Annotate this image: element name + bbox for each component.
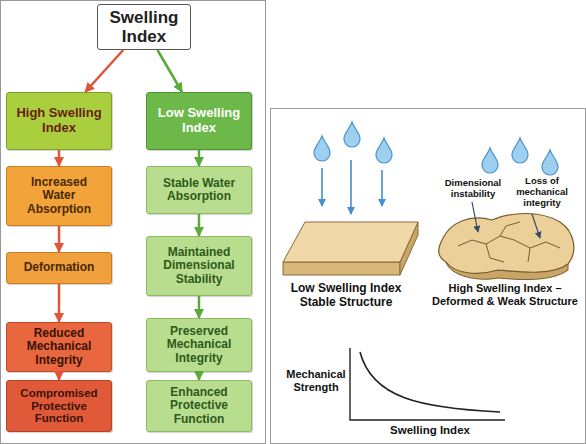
flow-arrow xyxy=(198,150,201,166)
node-text: Preserved Mechanical Integrity xyxy=(157,325,241,365)
axis-title: Mechanical Strength xyxy=(283,368,349,393)
node-text: Maintained Dimensional Stability xyxy=(157,246,241,286)
node-text: High Swelling Index xyxy=(13,106,105,135)
flow-arrow xyxy=(198,214,201,236)
slab-front xyxy=(283,262,400,275)
effect-box: Enhanced Protective Function xyxy=(146,380,252,432)
water-drop xyxy=(482,148,498,173)
effect-box: Maintained Dimensional Stability xyxy=(146,236,252,296)
water-arrow xyxy=(350,160,352,214)
effect-box: Deformation xyxy=(6,252,112,284)
crack-line xyxy=(528,248,530,262)
callout-text: Loss of mechanical integrity xyxy=(506,176,578,209)
strength-curve xyxy=(360,352,500,412)
chart-axes xyxy=(350,348,505,420)
node-text: Stable Water Absorption xyxy=(157,177,241,204)
node-text: Swelling Index xyxy=(102,8,186,46)
effect-box: Increased Water Absorption xyxy=(6,166,112,226)
node-text: Reduced Mechanical Integrity xyxy=(17,327,101,367)
effect-box: Compromised Protective Function xyxy=(6,380,112,432)
flow-arrow xyxy=(198,372,201,380)
node-text: Deformation xyxy=(24,261,95,274)
caption-text: High Swelling Index – Deformed & Weak St… xyxy=(425,282,585,307)
crack-line xyxy=(500,222,520,236)
flow-arrow xyxy=(58,150,61,166)
flow-arrow xyxy=(58,284,61,322)
callout-text: Dimensional instability xyxy=(438,178,508,200)
heading-box: Swelling Index xyxy=(97,4,191,50)
panel-frame xyxy=(271,109,586,444)
leader-arrow xyxy=(532,214,540,238)
flow-arrow xyxy=(58,226,61,252)
flow-arrow xyxy=(198,296,201,318)
node-text: Increased Water Absorption xyxy=(17,176,101,216)
caption-text: Low Swelling Index Stable Structure xyxy=(282,282,410,310)
node-text: Low Swelling Index xyxy=(153,106,245,135)
flow-arrow xyxy=(85,50,123,92)
crack-line xyxy=(486,244,504,262)
water-drop xyxy=(542,150,558,175)
water-drop xyxy=(512,138,528,163)
water-arrow xyxy=(381,170,383,206)
node-text: Enhanced Protective Function xyxy=(157,386,241,426)
water-drop xyxy=(344,122,360,147)
leader-arrow xyxy=(472,202,478,232)
stable-slab xyxy=(283,222,418,262)
effect-box: Stable Water Absorption xyxy=(146,166,252,214)
category-box: High Swelling Index xyxy=(6,92,112,150)
panel-frame xyxy=(1,1,266,444)
category-box: Low Swelling Index xyxy=(146,92,252,150)
node-text: Compromised Protective Function xyxy=(15,387,103,426)
effect-box: Reduced Mechanical Integrity xyxy=(6,322,112,372)
effect-box: Preserved Mechanical Integrity xyxy=(146,318,252,372)
flow-arrow xyxy=(157,50,182,92)
water-drop xyxy=(376,138,392,163)
water-drop xyxy=(314,136,330,161)
deformed-slab xyxy=(439,214,574,274)
flow-arrow xyxy=(58,372,61,380)
crack-line xyxy=(514,240,560,248)
water-arrow xyxy=(321,168,323,206)
axis-title: Swelling Index xyxy=(370,424,490,437)
